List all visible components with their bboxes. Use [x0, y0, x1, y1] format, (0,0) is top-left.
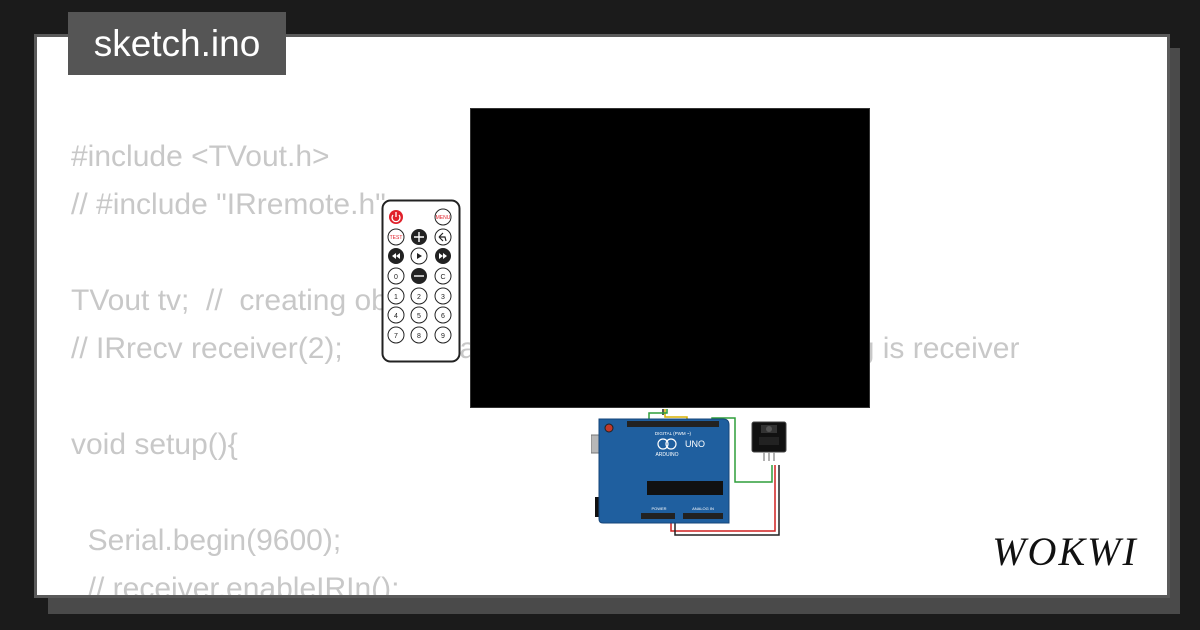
rewind-icon [392, 253, 400, 259]
reset-button [604, 423, 614, 433]
menu-button-label: MENU [436, 215, 451, 221]
arduino-logo-icon [657, 438, 669, 450]
digit-7: 7 [394, 333, 398, 340]
digit-5: 5 [417, 313, 421, 320]
code-line: #include <TVout.h> [71, 140, 330, 173]
analog-label: ANALOG IN [692, 506, 714, 511]
digital-label: DIGITAL (PWM ~) [655, 431, 692, 436]
power-label: POWER [651, 506, 666, 511]
ir-remote[interactable]: MENU TEST 0 C 1 2 3 4 5 6 7 8 9 [381, 199, 461, 363]
power-header [641, 513, 675, 519]
analog-header [683, 513, 723, 519]
digit-1: 1 [394, 294, 398, 301]
filename-tab[interactable]: sketch.ino [68, 12, 286, 75]
play-icon [417, 253, 422, 259]
back-icon [438, 232, 447, 242]
fast-forward-icon [439, 253, 447, 259]
test-button-label: TEST [390, 235, 403, 241]
digit-6: 6 [441, 313, 445, 320]
code-line: // #include "IRremote.h" [71, 188, 386, 221]
power-icon [391, 212, 401, 223]
atmega-chip [647, 481, 723, 495]
digit-4: 4 [394, 313, 398, 320]
wokwi-logo: WOKWI [992, 529, 1138, 574]
project-card[interactable]: #include <TVout.h> // #include "IRremote.… [34, 34, 1170, 598]
digit-8: 8 [417, 333, 421, 340]
digital-header [627, 421, 719, 427]
arduino-uno-board[interactable]: DIGITAL (PWM ~) UNO ARDUINO POWER ANALOG… [591, 415, 731, 527]
wokwi-logo-text: WOKWI [992, 529, 1138, 574]
digit-3: 3 [441, 294, 445, 301]
digit-0: 0 [394, 274, 398, 281]
code-line: void setup(){ [71, 428, 238, 461]
code-line [71, 469, 1019, 517]
code-background: #include <TVout.h> // #include "IRremote.… [71, 133, 1019, 598]
uno-label: UNO [685, 439, 705, 449]
plus-icon [414, 232, 424, 242]
tv-screen [470, 108, 870, 408]
code-line: // receiver.enableIRIn(); [71, 572, 400, 598]
digit-9: 9 [441, 333, 445, 340]
digit-2: 2 [417, 294, 421, 301]
arduino-brand: ARDUINO [655, 452, 678, 458]
ir-receiver-module[interactable] [751, 421, 787, 461]
code-line: Serial.begin(9600); [71, 524, 342, 557]
c-button-label: C [440, 274, 445, 281]
